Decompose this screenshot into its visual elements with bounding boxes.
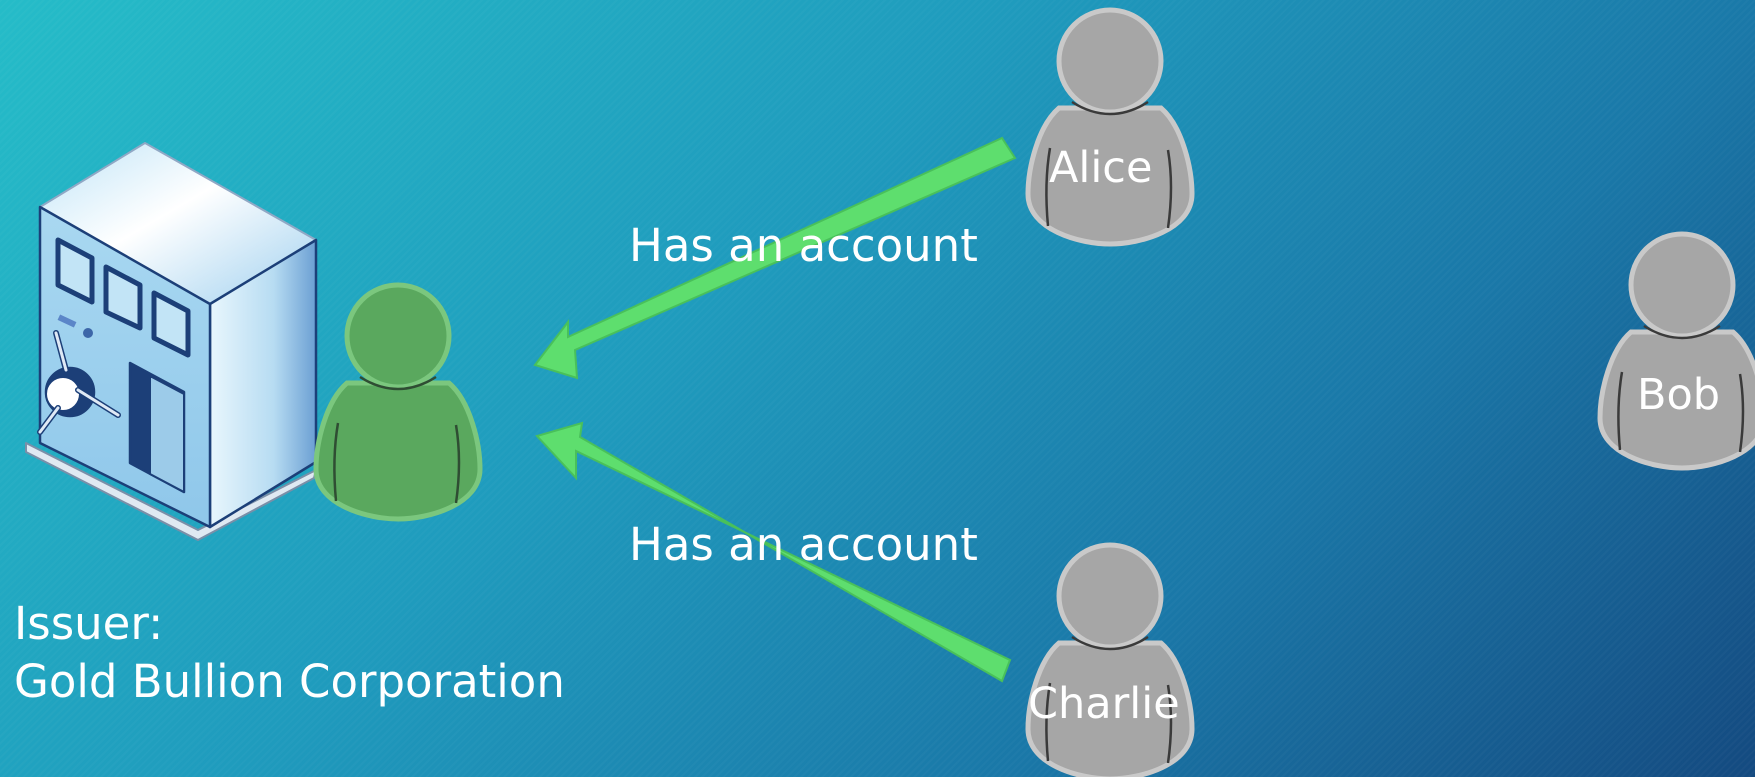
bob-person-icon: [1597, 231, 1755, 471]
arrow-alice-to-issuer: [533, 136, 1017, 380]
charlie-label: Charlie: [1028, 679, 1180, 729]
issuer-person-icon: [313, 282, 483, 522]
alice-label: Alice: [1049, 143, 1153, 193]
alice-person-icon: [1025, 7, 1195, 247]
issuer-caption-line2: Gold Bullion Corporation: [14, 655, 565, 708]
bank-building-icon: [25, 142, 318, 541]
bob-label: Bob: [1637, 370, 1721, 420]
relation-label-bottom: Has an account: [629, 518, 978, 571]
issuer-caption-line1: Issuer:: [14, 597, 164, 650]
relation-label-top: Has an account: [629, 219, 978, 272]
arrow-charlie-to-issuer: [535, 421, 1012, 683]
issuer-caption: Issuer: Gold Bullion Corporation: [14, 595, 565, 711]
charlie-person-icon: [1025, 542, 1195, 777]
